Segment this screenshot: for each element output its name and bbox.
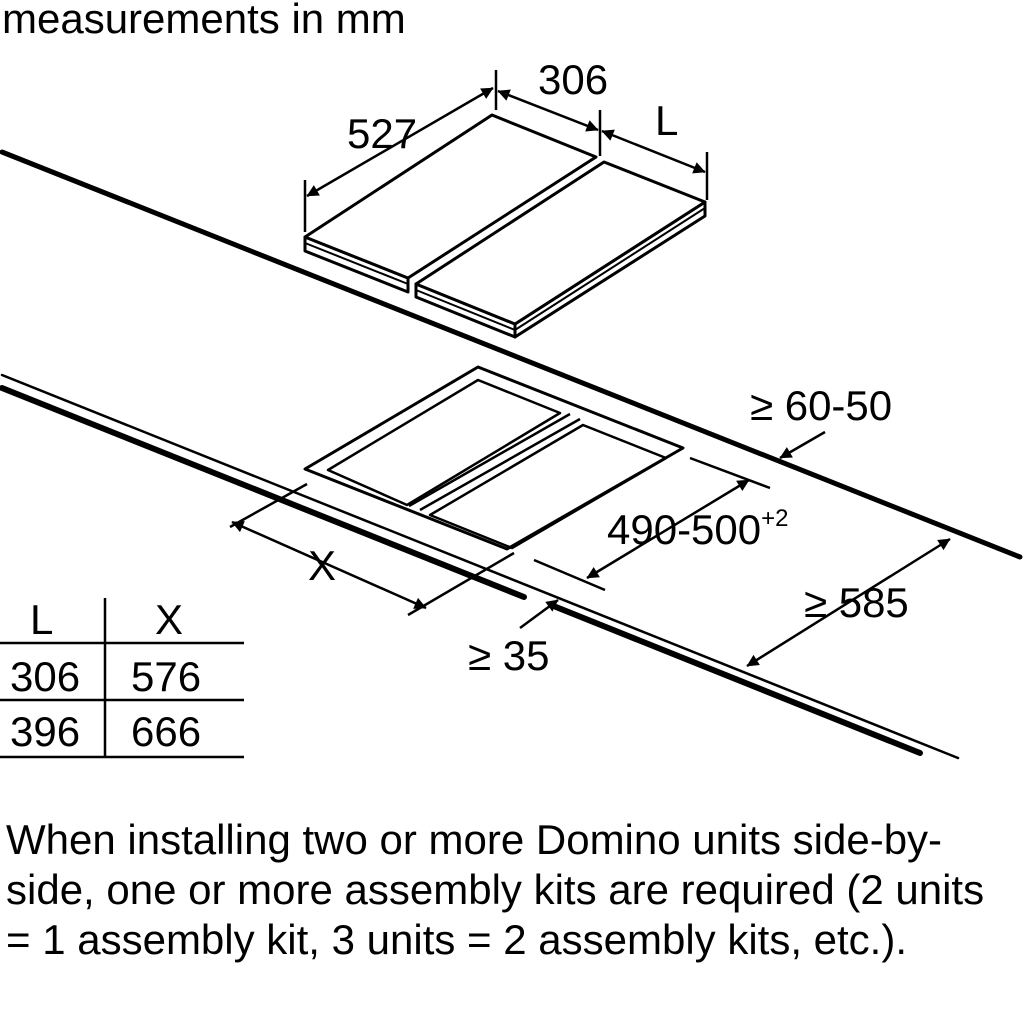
worktop-rear-edge (0, 149, 1023, 560)
cutout-divider-a (408, 412, 571, 508)
dim-527-arrow (306, 86, 494, 198)
dim-depth-label: 527 (347, 110, 417, 157)
dim-585-arrow (746, 537, 951, 668)
dim-L-arrow (601, 129, 706, 174)
table-cell: 576 (131, 653, 201, 700)
cutout-right-inner (428, 423, 668, 550)
dim-front-rear-label: ≥ 60-50 (750, 382, 892, 429)
worktop-front-edge-top (0, 373, 960, 760)
worktop-front-edge-bottom-right (553, 604, 923, 756)
cutout-divider-b (419, 417, 581, 512)
table-header-X: X (155, 596, 183, 643)
dimension-lines (229, 70, 951, 668)
worktop (0, 149, 1023, 760)
units-caption: measurements in mm (2, 0, 406, 42)
cutout (303, 365, 685, 551)
assembly-kit-note: When installing two or more Domino units… (6, 816, 985, 963)
dim-35-arrow (519, 598, 559, 630)
dim-front-clearance-label: ≥ 35 (468, 632, 549, 679)
dim-cutout-depth-label: 490-500+2 (607, 505, 789, 553)
worktop-front-edge-bottom-left (0, 385, 527, 600)
dim-490-arrow (586, 478, 750, 580)
dim-counter-depth-label: ≥ 585 (804, 579, 909, 626)
dim-60-arrow (779, 430, 826, 460)
cutout-outer (303, 365, 685, 551)
hob-units (303, 113, 707, 339)
table-cell: 396 (10, 708, 80, 755)
dim-unit-width-label: 306 (538, 56, 608, 103)
dim-cutout-tolerance: +2 (761, 505, 788, 532)
table-cell: 306 (10, 653, 80, 700)
dim-L-label: L (655, 97, 678, 144)
dim-306-arrow (497, 89, 599, 132)
table-header-L: L (30, 596, 53, 643)
size-table: L X 306 576 396 666 (0, 596, 244, 759)
dim-X-label: X (308, 542, 336, 589)
hob-unit-right (414, 160, 707, 339)
cutout-left-inner (326, 378, 562, 507)
table-cell: 666 (131, 708, 201, 755)
dim-X-arrow (231, 520, 427, 610)
